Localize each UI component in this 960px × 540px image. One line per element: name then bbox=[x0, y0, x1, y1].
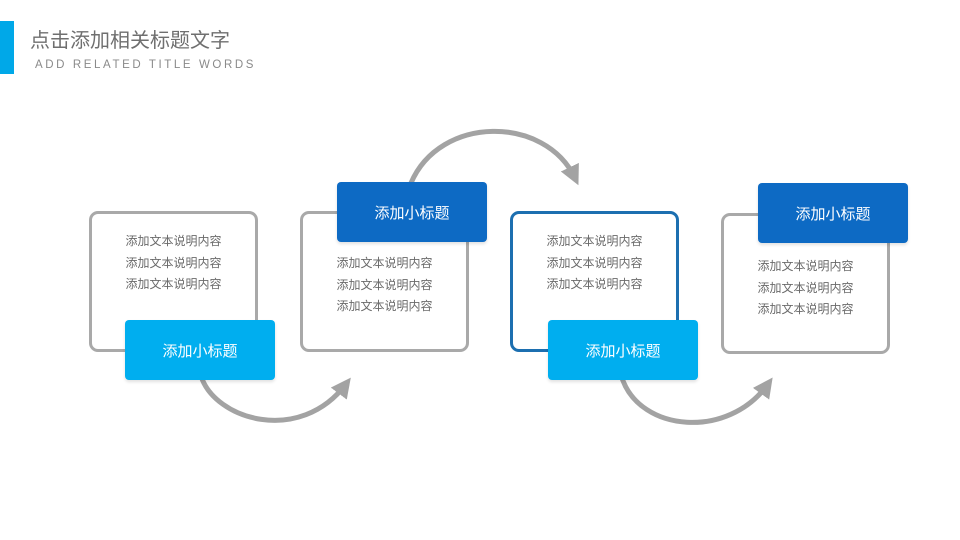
description-line: 添加文本说明内容 bbox=[757, 280, 854, 295]
arrow-step2-to-step3 bbox=[408, 128, 579, 186]
description-line: 添加文本说明内容 bbox=[125, 277, 222, 291]
step-description-4: 添加文本说明内容 添加文本说明内容 添加文本说明内容 bbox=[724, 256, 887, 321]
step-heading-4: 添加小标题 bbox=[758, 183, 908, 243]
step-description-2: 添加文本说明内容 添加文本说明内容 添加文本说明内容 bbox=[303, 253, 466, 318]
description-line: 添加文本说明内容 bbox=[546, 234, 643, 248]
step-heading-1: 添加小标题 bbox=[125, 320, 275, 380]
step-description-1: 添加文本说明内容 添加文本说明内容 添加文本说明内容 bbox=[92, 231, 255, 296]
step-description-3: 添加文本说明内容 添加文本说明内容 添加文本说明内容 bbox=[513, 231, 676, 296]
page-title: 点击添加相关标题文字 bbox=[30, 28, 230, 52]
step-heading-3: 添加小标题 bbox=[548, 320, 698, 380]
arrow-step3-to-step4 bbox=[619, 375, 773, 425]
description-line: 添加文本说明内容 bbox=[546, 255, 643, 270]
description-line: 添加文本说明内容 bbox=[125, 234, 222, 248]
arrow-step1-to-step2 bbox=[198, 373, 351, 423]
description-line: 添加文本说明内容 bbox=[125, 255, 222, 270]
page-subtitle: ADD RELATED TITLE WORDS bbox=[35, 59, 257, 71]
title-accent-bar bbox=[0, 21, 14, 74]
description-line: 添加文本说明内容 bbox=[336, 277, 433, 292]
description-line: 添加文本说明内容 bbox=[336, 299, 433, 313]
description-line: 添加文本说明内容 bbox=[546, 277, 643, 291]
description-line: 添加文本说明内容 bbox=[757, 259, 854, 273]
description-line: 添加文本说明内容 bbox=[336, 256, 433, 270]
description-line: 添加文本说明内容 bbox=[757, 302, 854, 316]
step-heading-2: 添加小标题 bbox=[337, 182, 487, 242]
